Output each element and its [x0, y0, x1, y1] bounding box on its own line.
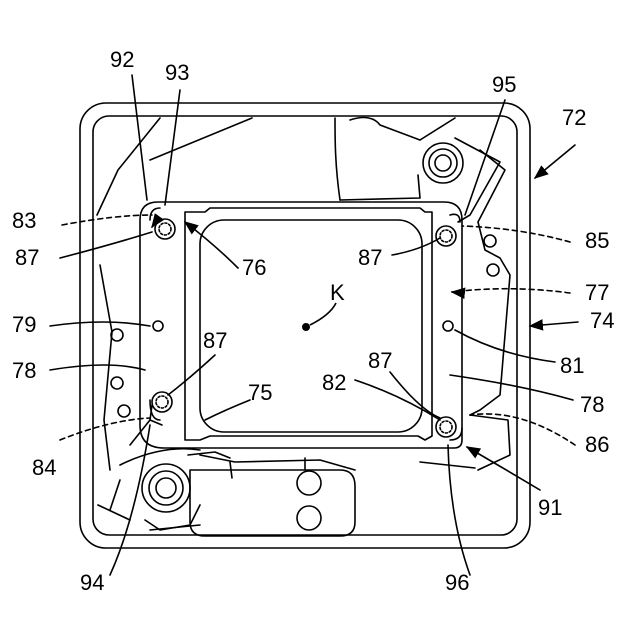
dashed-leader-lines: [60, 215, 575, 445]
ref-86: 86: [585, 432, 609, 457]
reference-numerals: 92 93 95 72 83 87 76 87 85 77 74 79 87 8…: [12, 47, 614, 595]
center-point-leader: [310, 303, 336, 325]
ref-74: 74: [590, 308, 614, 333]
ref-78-right: 78: [580, 392, 604, 417]
top-right-screw-boss: [423, 143, 463, 183]
frame-outer: [140, 202, 462, 448]
ref-77: 77: [585, 280, 609, 305]
housing-inner-contours: [97, 118, 510, 530]
central-window: [200, 220, 422, 432]
ref-87-bottom-right: 87: [368, 348, 392, 373]
ref-84: 84: [32, 455, 56, 480]
ref-96: 96: [445, 570, 469, 595]
ref-95: 95: [492, 72, 516, 97]
ref-76: 76: [242, 255, 266, 280]
ref-82: 82: [322, 370, 346, 395]
ref-78-left: 78: [12, 358, 36, 383]
ref-79: 79: [12, 312, 36, 337]
ref-91: 91: [538, 495, 562, 520]
ref-87-top-right: 87: [358, 245, 382, 270]
arrow-heads: [152, 220, 462, 293]
ref-87-center: 87: [203, 328, 227, 353]
center-label: K: [330, 280, 345, 305]
left-housing-holes: [111, 329, 130, 417]
ref-72: 72: [562, 105, 586, 130]
ref-93: 93: [165, 60, 189, 85]
bottom-tab: [190, 470, 355, 536]
ref-81: 81: [560, 353, 584, 378]
ref-92: 92: [110, 47, 134, 72]
leader-lines: [50, 75, 578, 575]
ref-87-top-left: 87: [15, 245, 39, 270]
ref-83: 83: [12, 208, 36, 233]
ref-85: 85: [585, 228, 609, 253]
ref-94: 94: [80, 570, 104, 595]
ref-75: 75: [248, 380, 272, 405]
center-point: [302, 323, 310, 331]
